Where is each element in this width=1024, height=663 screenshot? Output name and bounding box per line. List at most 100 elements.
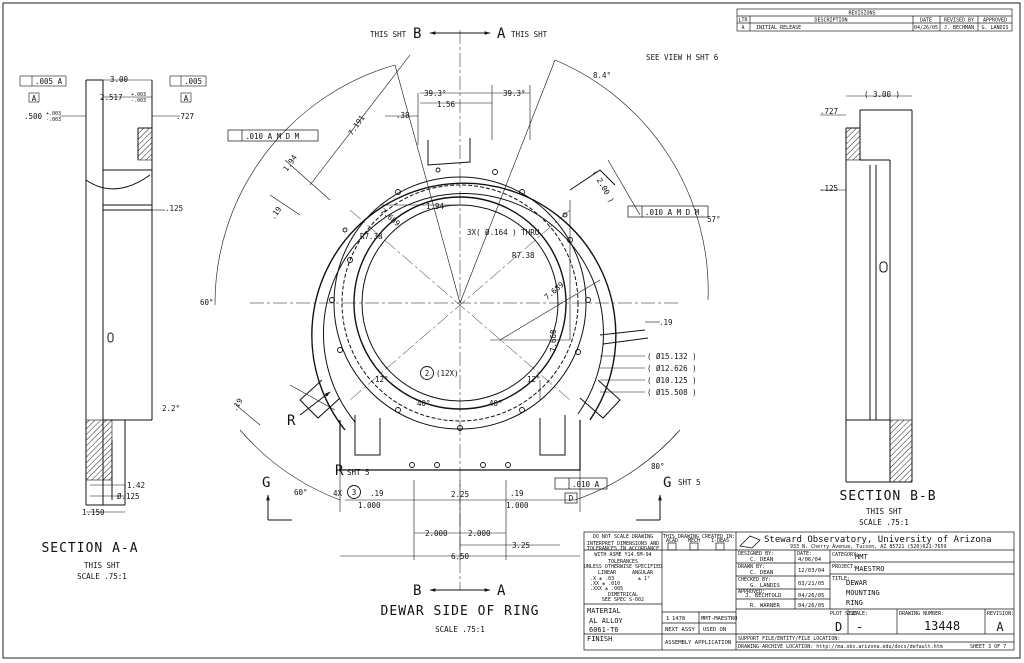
tb-designed-by-label: DESIGNED BY: — [738, 551, 774, 557]
tb-revision: A — [996, 620, 1004, 634]
tb-approved-2: R. WARNER — [750, 603, 780, 609]
section-r-sht-label: R — [335, 463, 344, 479]
dim-2000b: 2.000 — [468, 529, 491, 538]
title-block-grid — [583, 531, 1015, 651]
tb-drawing-number-label: DRAWING NUMBER: — [899, 611, 944, 617]
dim-1000a: 1.000 — [358, 501, 381, 510]
aa-dim-300: 3.00 — [110, 75, 129, 84]
rev-col-approved: APPROVED — [983, 18, 1007, 24]
tb-date-label: DATE: — [797, 551, 812, 557]
tb-interpret-2: TOLERANCES IN ACCORDANCE — [587, 546, 659, 552]
tb-project: MAESTRO — [855, 565, 885, 573]
section-g-right: G — [663, 475, 671, 491]
tb-scale-label: SCALE: — [850, 611, 868, 617]
dim-19a: .19 — [268, 205, 283, 221]
rev-col-desc: DESCRIPTION — [814, 18, 847, 24]
tb-used-on: MMT-MAESTRO — [701, 616, 737, 622]
gdt-010-bottom: .010 A — [572, 480, 600, 489]
section-aa-hatch-bottom — [85, 419, 113, 481]
tb-archive: DRAWING ARCHIVE LOCATION: http://ma.obs.… — [738, 644, 943, 650]
tb-see-spec: SEE SPEC S-002 — [602, 597, 644, 603]
rev-row-ltr: A — [741, 25, 744, 31]
aa-angle-22: 2.2° — [162, 404, 180, 413]
section-bb-dims — [820, 95, 912, 191]
top-left-note: THIS SHT — [370, 30, 407, 39]
angle-12a: 12° — [375, 375, 389, 384]
view-scale: SCALE .75:1 — [435, 625, 485, 634]
tb-interpret-1: INTERPRET DIMENSIONS AND — [587, 541, 659, 547]
aa-gdt-left: .005 A — [35, 77, 63, 86]
aa-scale: SCALE .75:1 — [77, 572, 127, 581]
dim-650: 6.50 — [451, 552, 470, 561]
dim-325: 3.25 — [512, 541, 530, 550]
bb-dim-125: .125 — [820, 184, 838, 193]
rev-row-revised: J. BECHMAN — [944, 25, 974, 31]
balloon-3: 3 — [352, 488, 357, 497]
balloon-2: 2 — [425, 369, 430, 378]
aa-note: THIS SHT — [84, 561, 121, 570]
angle-60b: 60° — [294, 488, 308, 497]
dimension-lines — [214, 54, 709, 560]
angle-12b: 12° — [527, 375, 541, 384]
section-a-label-top: A — [497, 26, 506, 42]
aa-dim-500: .500 — [24, 112, 43, 121]
section-bb-hatch-top — [845, 127, 861, 161]
dim-19b: .19 — [659, 318, 673, 327]
dim-3x-holes: 3X( Ø.164 ) THRU — [467, 228, 539, 237]
revisions-header: REVISIONS — [848, 11, 875, 17]
aa-gdt-right: .005 — [184, 77, 202, 86]
tb-company: Steward Observatory, University of Arizo… — [764, 535, 992, 545]
aa-dim-2517-tol-minus: -.003 — [131, 98, 146, 104]
dim-19c: .19 — [370, 489, 384, 498]
tb-designed-by: C. DEAN — [750, 557, 773, 563]
tb-date-1: 4/06/04 — [798, 557, 822, 563]
tb-approved-1: J. BECHTOLD — [745, 593, 781, 599]
tb-address: 933 N. Cherry Avenue, Tucson, AZ 85721 (… — [790, 544, 947, 550]
tb-date-5: 04/26/05 — [798, 603, 825, 609]
dim-2000a: 2.000 — [425, 529, 448, 538]
tb-title-1: DEWAR — [846, 579, 868, 587]
tb-tol-2: .XX ± .010 — [590, 581, 620, 587]
aa-dim-142: 1.42 — [127, 481, 145, 490]
aa-dim-2517: 2.517 — [100, 93, 123, 102]
tb-next-assy: NEXT ASSY — [665, 627, 695, 633]
tb-material-label: MATERIAL — [587, 607, 621, 615]
rev-row-date: 04/26/05 — [914, 25, 938, 31]
bb-dim-727: .727 — [820, 107, 838, 116]
dim-19d: .19 — [510, 489, 524, 498]
section-g-right-note: SHT 5 — [678, 478, 701, 487]
angle-57: 57° — [707, 215, 721, 224]
tb-qty: 1 — [666, 616, 669, 622]
balloons — [347, 366, 434, 499]
aa-dim-1150: 1.150 — [82, 508, 105, 517]
bb-scale: SCALE .75:1 — [859, 518, 909, 527]
tb-tol-1: .X ± .03 — [590, 576, 614, 582]
balloon-3-qty: 4X — [333, 489, 343, 498]
section-r-label: R — [287, 413, 296, 429]
tb-approved-label: APPROVED: — [738, 589, 765, 595]
tb-revision-label: REVISION: — [987, 611, 1014, 617]
gdt-frames-main — [227, 129, 709, 504]
datum-d: D — [569, 494, 574, 503]
section-cut-arrows — [266, 31, 662, 592]
angle-80: 80° — [651, 462, 665, 471]
dim-r738b: R7.38 — [512, 251, 535, 260]
tb-title-2: MOUNTING — [846, 589, 880, 597]
dim-156: 1.56 — [437, 100, 456, 109]
tb-acad: ACAD — [666, 538, 678, 544]
tb-support: SUPPORT FILE/ENTITY/FILE LOCATION: — [738, 636, 840, 642]
tb-title-label: TITLE: — [832, 576, 850, 582]
rev-col-revised: REVISED BY — [944, 18, 974, 24]
tb-angular: ANGULAR — [632, 570, 654, 576]
tb-material: AL ALLOY — [589, 617, 624, 625]
gdt-010-right: .010 A M D M — [645, 208, 700, 217]
tb-project-label: PROJECT: — [832, 564, 856, 570]
see-view-note: SEE VIEW H SHT 6 — [646, 53, 719, 62]
tb-created-in: THIS DRAWING CREATED IN: — [663, 534, 735, 540]
rev-col-date: DATE — [920, 18, 932, 24]
tb-tolerances: TOLERANCES — [608, 559, 638, 565]
tb-tol-ang: ± 1° — [638, 576, 650, 582]
tb-do-not-scale: DO NOT SCALE DRAWING — [593, 534, 653, 540]
ring-geometry — [299, 138, 649, 471]
